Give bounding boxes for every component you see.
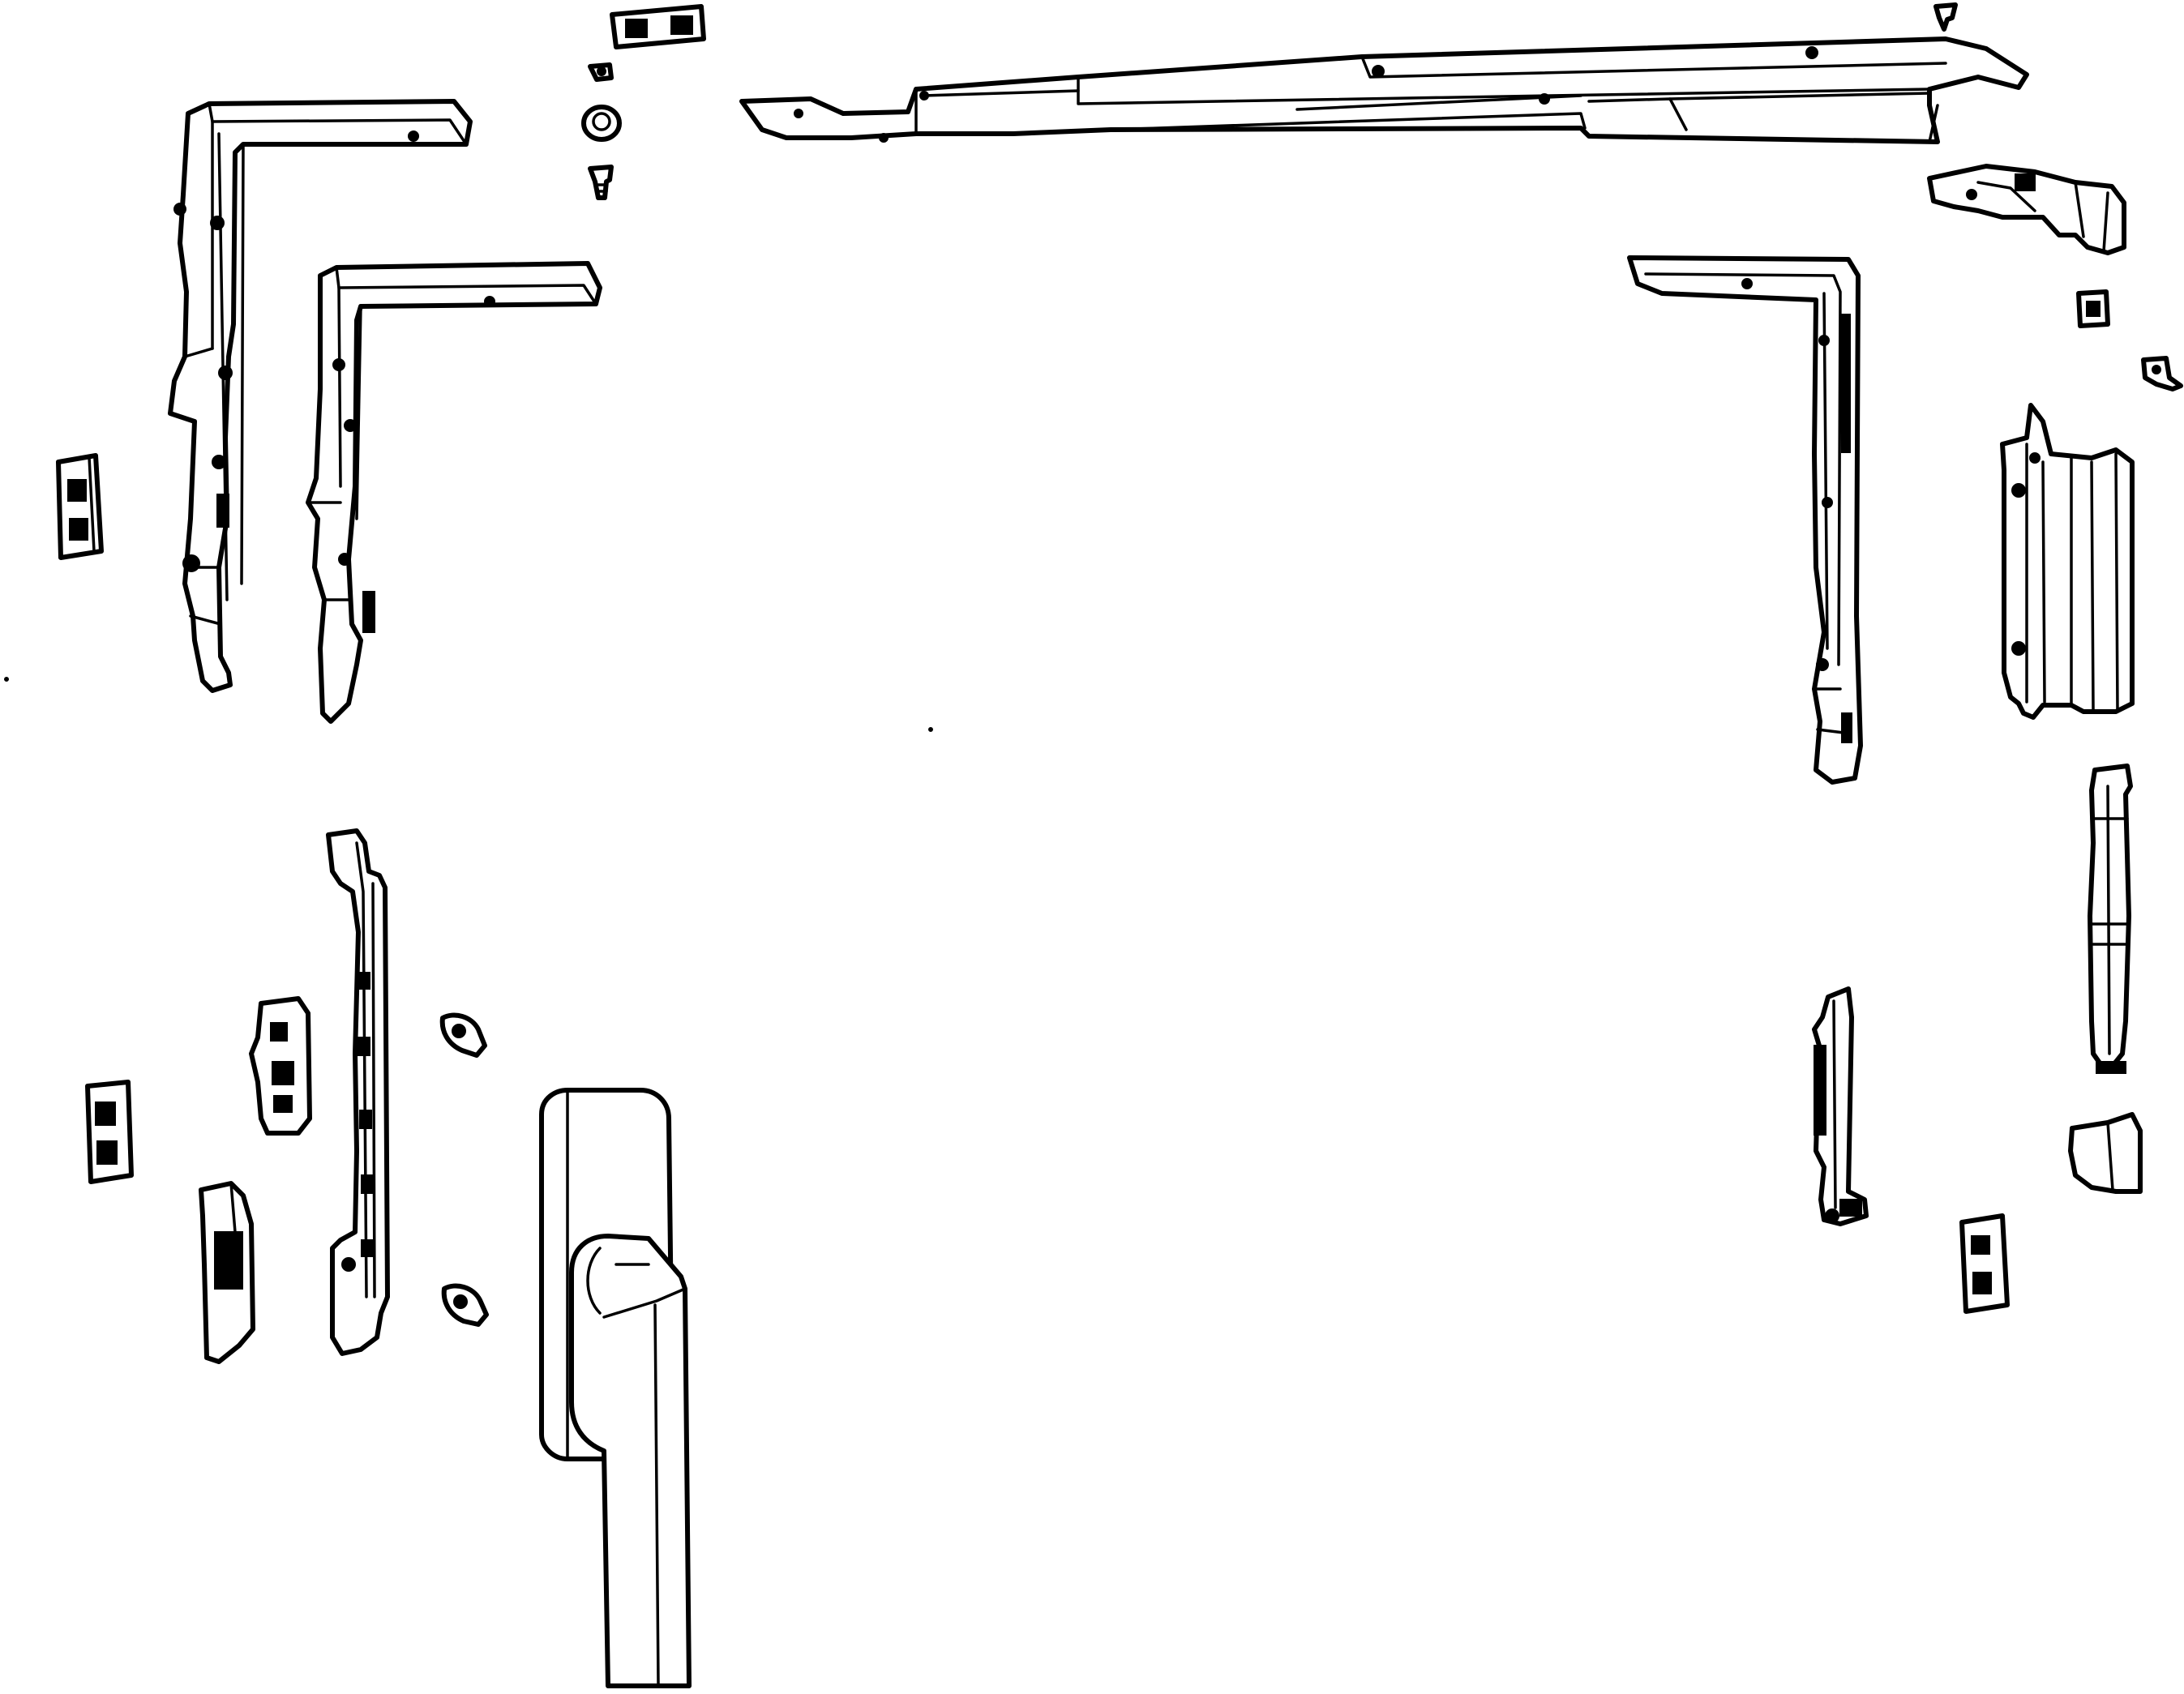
keeper-left-middle (249, 996, 312, 1136)
screw-right (2141, 356, 2183, 391)
screw-top-right (1933, 2, 1958, 32)
scan-speck (4, 677, 9, 682)
hinge-pin (2088, 764, 2133, 1074)
top-stay-arm (739, 36, 2029, 144)
screw-top-center-2 (588, 165, 614, 200)
striker-left-lower (199, 1181, 255, 1364)
screw-left-lower (441, 1283, 489, 1327)
corner-drive-inner (306, 261, 602, 724)
scan-speck (928, 727, 933, 732)
screw-left-upper (439, 1012, 487, 1058)
corner-drive-outer (168, 99, 473, 693)
hinge-cover-cap (2068, 1112, 2143, 1194)
espagnolette-bar (326, 828, 390, 1356)
stay-bearing (1927, 164, 2126, 255)
corner-drive-right (1627, 255, 1863, 785)
window-handle (539, 1088, 692, 1688)
striker-right-lower (1812, 986, 1869, 1226)
screw-top-center-1 (588, 62, 614, 82)
keeper-right-lower (1959, 1213, 2010, 1314)
keeper-top-center (610, 4, 706, 49)
top-hinge (2000, 403, 2135, 720)
bushing-top-center (581, 105, 622, 142)
keeper-left-upper (56, 453, 104, 560)
keeper-left-lower (85, 1080, 134, 1184)
bushing-right (2076, 289, 2110, 328)
